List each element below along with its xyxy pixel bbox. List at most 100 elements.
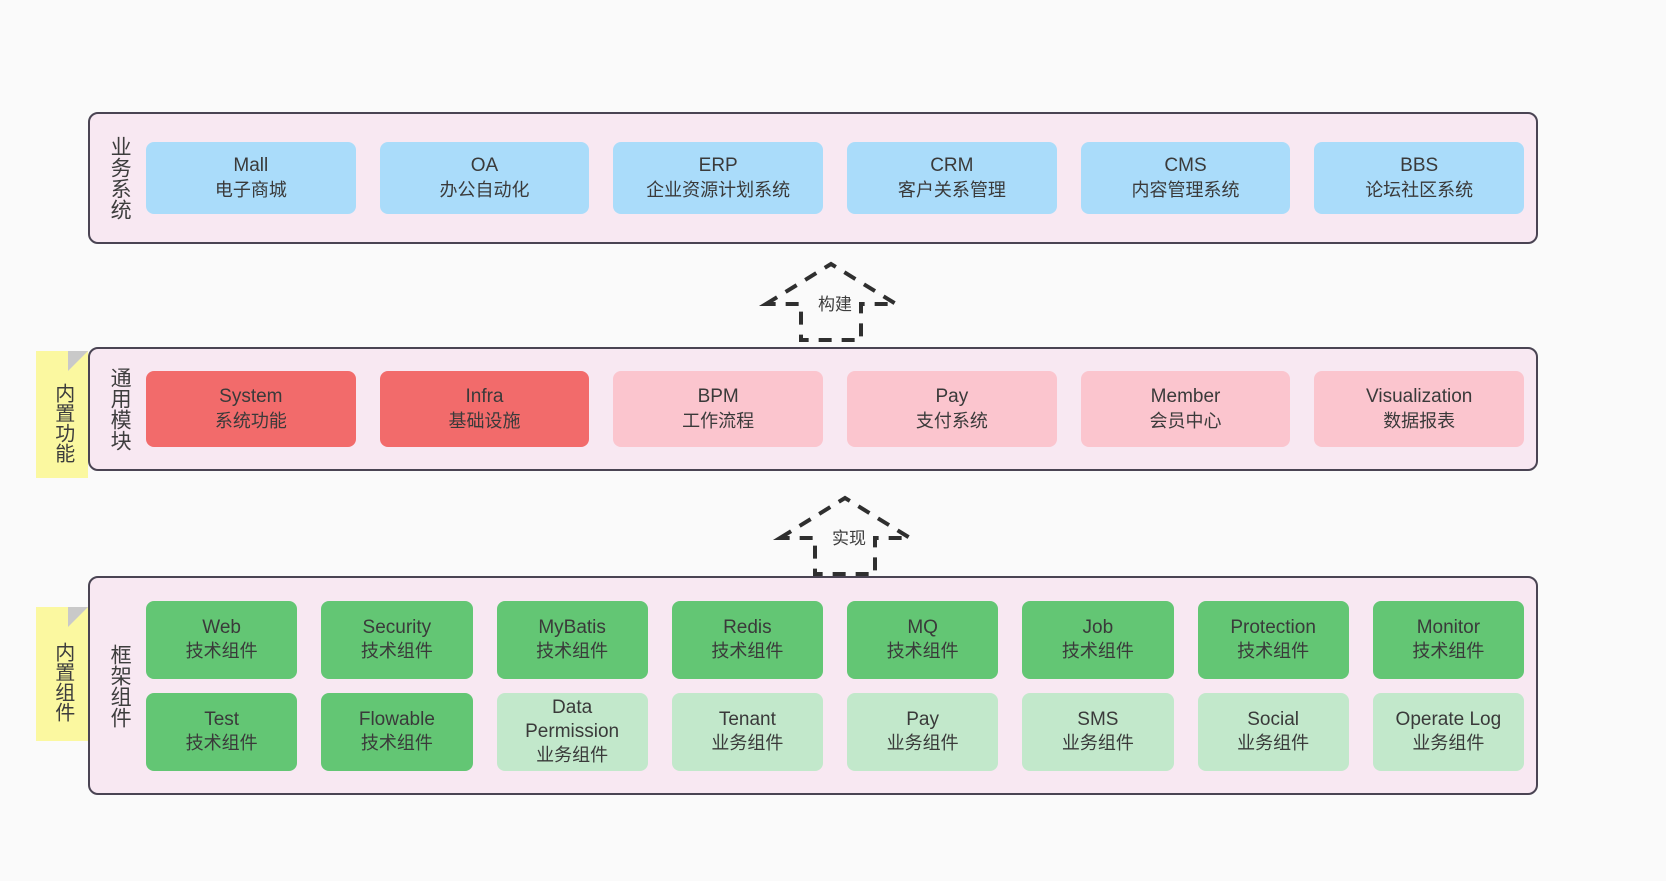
- card-member[interactable]: Member 会员中心: [1080, 371, 1291, 447]
- card-subtitle: 电子商城: [214, 179, 287, 200]
- card-subtitle: 企业资源计划系统: [646, 179, 791, 200]
- card-row: Test 技术组件 Flowable 技术组件 Data Permission …: [146, 692, 1524, 771]
- note-label: 内置组件: [51, 642, 74, 722]
- card-title: BPM: [697, 386, 739, 408]
- card-operate-log[interactable]: Operate Log 业务组件: [1372, 692, 1524, 771]
- card-social[interactable]: Social 业务组件: [1197, 692, 1349, 771]
- card-subtitle: 系统功能: [214, 410, 287, 431]
- card-row: Web 技术组件 Security 技术组件 MyBatis 技术组件 Redi…: [146, 600, 1524, 679]
- card-title: ERP: [698, 155, 738, 177]
- layer-body-business: Mall 电子商城 OA 办公自动化 ERP 企业资源计划系统 CRM 客户关系…: [146, 124, 1525, 232]
- card-subtitle: 技术组件: [886, 641, 959, 662]
- card-title: Operate Log: [1395, 708, 1502, 730]
- layer-framework-components: 框架组件 Web 技术组件 Security 技术组件 MyBatis 技术组件…: [88, 576, 1538, 795]
- card-subtitle: 技术组件: [360, 733, 433, 754]
- card-subtitle: 支付系统: [915, 410, 988, 431]
- card-title: OA: [470, 155, 499, 177]
- card-security[interactable]: Security 技术组件: [321, 600, 473, 679]
- card-subtitle: 论坛社区系统: [1365, 179, 1474, 200]
- card-title: Mall: [233, 155, 269, 177]
- card-title: SMS: [1077, 708, 1119, 730]
- card-mq[interactable]: MQ 技术组件: [847, 600, 999, 679]
- card-title: Web: [202, 616, 241, 638]
- card-protection[interactable]: Protection 技术组件: [1197, 600, 1349, 679]
- card-subtitle: 业务组件: [1412, 733, 1485, 754]
- card-system[interactable]: System 系统功能: [146, 371, 356, 447]
- card-subtitle: 技术组件: [185, 641, 258, 662]
- card-title: Visualization: [1366, 386, 1473, 408]
- card-pay[interactable]: Pay 支付系统: [847, 371, 1057, 447]
- card-pay-business[interactable]: Pay 业务组件: [847, 692, 999, 771]
- card-title: Pay: [906, 708, 939, 730]
- card-title: Flowable: [358, 708, 435, 730]
- arrow-implement: 实现: [770, 492, 920, 578]
- card-oa[interactable]: OA 办公自动化: [379, 142, 590, 214]
- card-subtitle: 数据报表: [1383, 410, 1456, 431]
- layer-business-systems: 业务系统 Mall 电子商城 OA 办公自动化 ERP 企业资源计划系统 CRM…: [88, 112, 1538, 244]
- layer-common-modules: 通用模块 System 系统功能 Infra 基础设施 BPM 工作流程 Pay…: [88, 347, 1538, 471]
- card-title: Job: [1082, 616, 1114, 638]
- arrow-build-label: 构建: [818, 295, 852, 314]
- card-flowable[interactable]: Flowable 技术组件: [321, 692, 473, 771]
- card-subtitle: 办公自动化: [439, 179, 530, 200]
- layer-body-framework: Web 技术组件 Security 技术组件 MyBatis 技术组件 Redi…: [146, 588, 1524, 783]
- card-subtitle: 业务组件: [1061, 733, 1134, 754]
- card-title: Tenant: [718, 708, 776, 730]
- card-data-permission[interactable]: Data Permission 业务组件: [496, 692, 648, 771]
- card-subtitle: 技术组件: [536, 641, 609, 662]
- card-subtitle: 技术组件: [1237, 641, 1310, 662]
- card-crm[interactable]: CRM 客户关系管理: [847, 142, 1057, 214]
- card-tenant[interactable]: Tenant 业务组件: [671, 692, 823, 771]
- card-test[interactable]: Test 技术组件: [146, 692, 298, 771]
- layer-title-business: 业务系统: [108, 136, 132, 220]
- card-title: Data Permission: [525, 696, 620, 742]
- card-subtitle: 技术组件: [711, 641, 784, 662]
- card-title: System: [219, 386, 283, 408]
- card-bbs[interactable]: BBS 论坛社区系统: [1314, 142, 1525, 214]
- note-builtin-features: 内置功能: [36, 351, 88, 478]
- card-monitor[interactable]: Monitor 技术组件: [1372, 600, 1524, 679]
- card-subtitle: 业务组件: [1237, 733, 1310, 754]
- card-subtitle: 内容管理系统: [1131, 179, 1240, 200]
- card-title: BBS: [1400, 155, 1439, 177]
- card-title: Infra: [465, 386, 504, 408]
- card-bpm[interactable]: BPM 工作流程: [613, 371, 824, 447]
- card-job[interactable]: Job 技术组件: [1022, 600, 1174, 679]
- card-visualization[interactable]: Visualization 数据报表: [1314, 371, 1525, 447]
- card-title: Member: [1150, 386, 1221, 408]
- card-subtitle: 技术组件: [1061, 641, 1134, 662]
- card-web[interactable]: Web 技术组件: [146, 600, 298, 679]
- arrow-implement-label: 实现: [832, 529, 866, 548]
- card-title: Security: [362, 616, 432, 638]
- card-row: System 系统功能 Infra 基础设施 BPM 工作流程 Pay 支付系统…: [146, 371, 1525, 447]
- card-erp[interactable]: ERP 企业资源计划系统: [613, 142, 824, 214]
- card-mall[interactable]: Mall 电子商城: [146, 142, 356, 214]
- card-title: CMS: [1164, 155, 1207, 177]
- card-title: MQ: [907, 616, 938, 638]
- card-title: Pay: [935, 386, 969, 408]
- card-title: Protection: [1230, 616, 1316, 638]
- card-infra[interactable]: Infra 基础设施: [379, 371, 590, 447]
- card-title: Redis: [723, 616, 772, 638]
- note-label: 内置功能: [51, 382, 74, 463]
- card-cms[interactable]: CMS 内容管理系统: [1080, 142, 1291, 214]
- card-subtitle: 技术组件: [185, 733, 258, 754]
- card-row: Mall 电子商城 OA 办公自动化 ERP 企业资源计划系统 CRM 客户关系…: [146, 142, 1525, 214]
- card-subtitle: 工作流程: [682, 410, 755, 431]
- card-subtitle: 业务组件: [886, 733, 959, 754]
- layer-title-framework: 框架组件: [108, 643, 132, 728]
- card-subtitle: 客户关系管理: [897, 179, 1006, 200]
- card-title: Social: [1247, 708, 1299, 730]
- card-subtitle: 业务组件: [536, 745, 609, 766]
- card-title: Monitor: [1416, 616, 1481, 638]
- card-subtitle: 业务组件: [711, 733, 784, 754]
- card-redis[interactable]: Redis 技术组件: [671, 600, 823, 679]
- layer-body-common: System 系统功能 Infra 基础设施 BPM 工作流程 Pay 支付系统…: [146, 359, 1525, 459]
- card-mybatis[interactable]: MyBatis 技术组件: [496, 600, 648, 679]
- card-subtitle: 基础设施: [448, 410, 521, 431]
- note-builtin-components: 内置组件: [36, 607, 88, 741]
- card-subtitle: 会员中心: [1149, 410, 1222, 431]
- card-subtitle: 技术组件: [360, 641, 433, 662]
- card-sms[interactable]: SMS 业务组件: [1022, 692, 1174, 771]
